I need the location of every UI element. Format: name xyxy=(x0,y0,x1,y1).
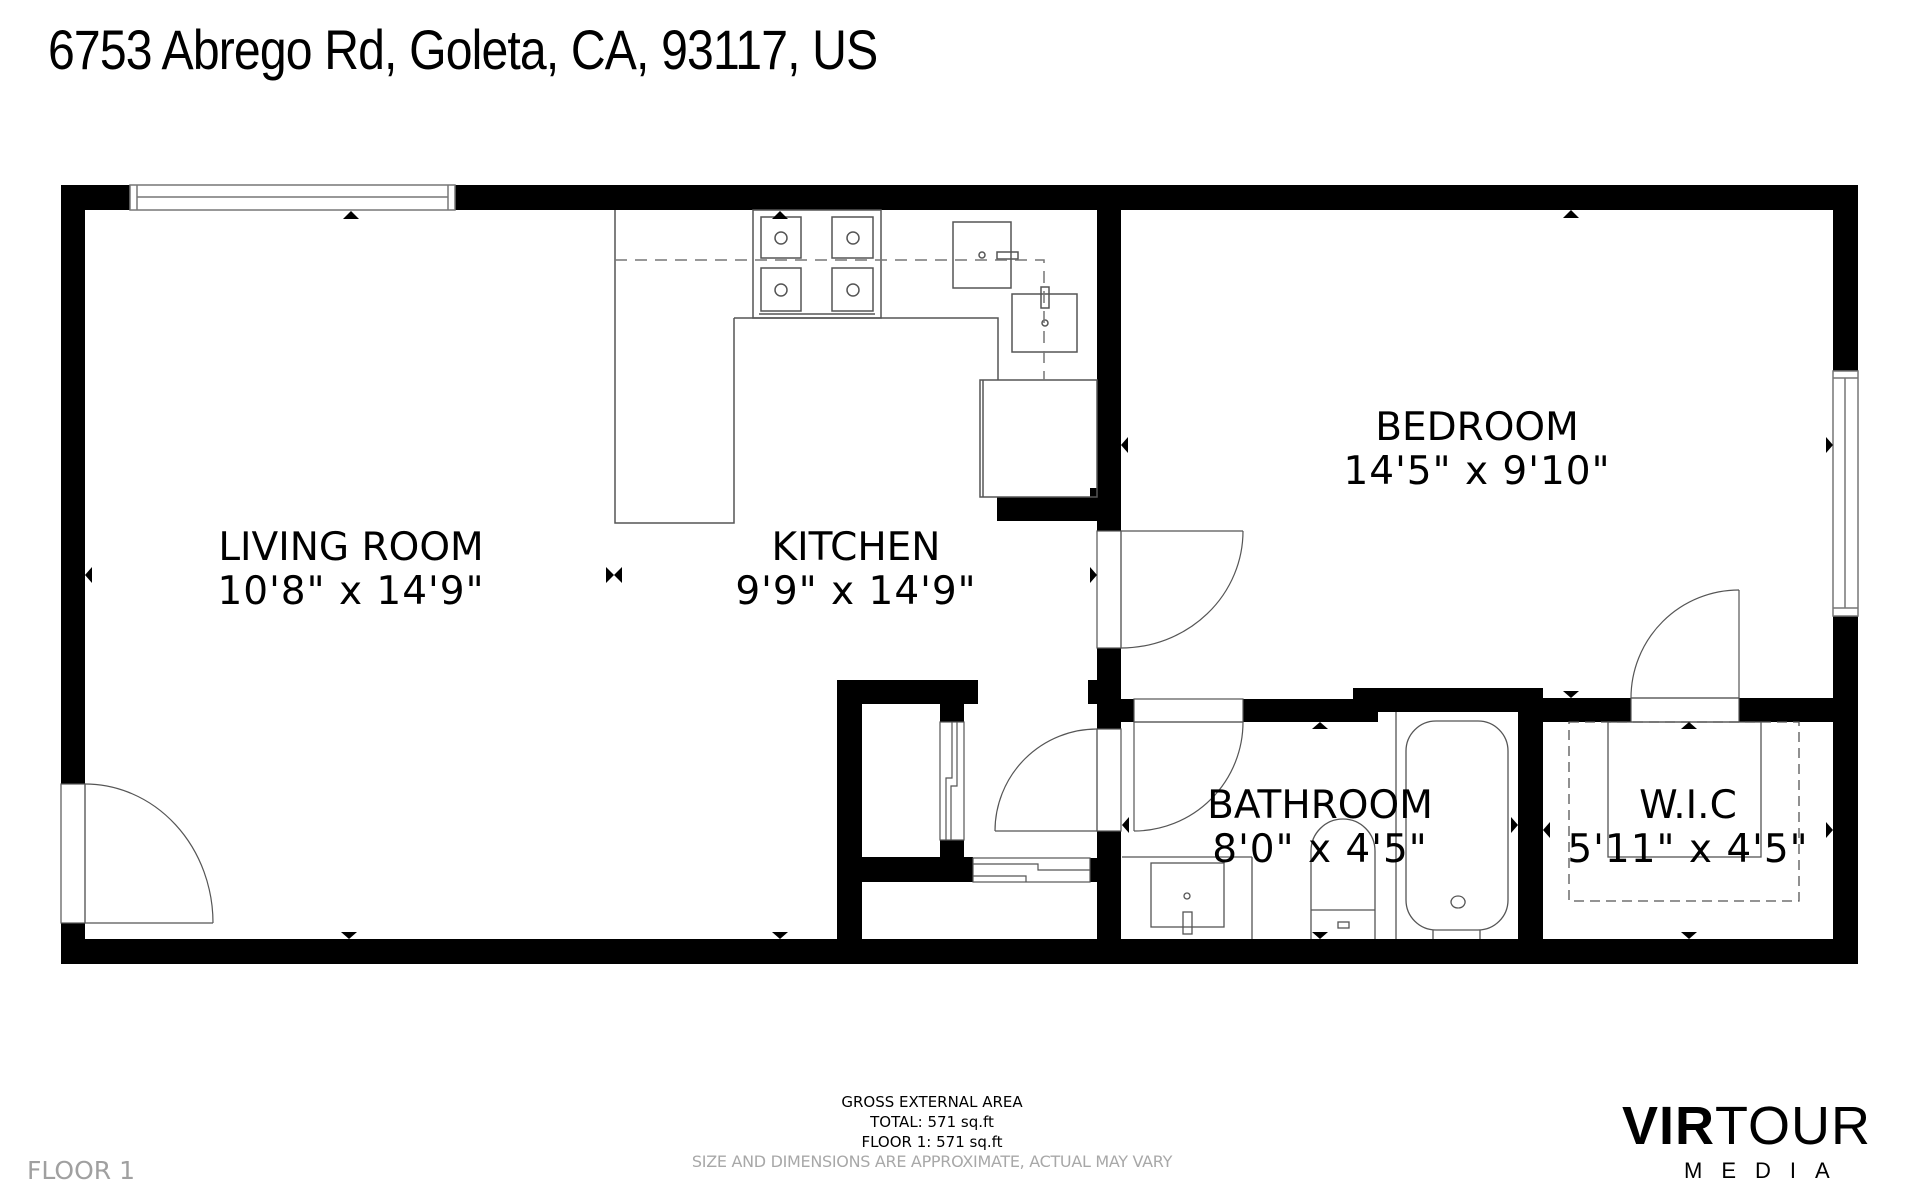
floor-plan xyxy=(60,184,1859,964)
room-dimensions: 8'0" x 4'5" xyxy=(1212,827,1428,872)
logo-subtitle: MEDIA xyxy=(1684,1158,1849,1183)
gross-area-summary: GROSS EXTERNAL AREA TOTAL: 571 sq.ft FLO… xyxy=(841,1092,1022,1152)
size-disclaimer: SIZE AND DIMENSIONS ARE APPROXIMATE, ACT… xyxy=(691,1152,1173,1171)
property-address-title: 6753 Abrego Rd, Goleta, CA, 93117, US xyxy=(48,18,878,81)
room-label-bedroom: BEDROOM 14'5" x 9'10" xyxy=(1343,406,1610,494)
room-dimensions: 5'11" x 4'5" xyxy=(1567,827,1809,872)
area-floor-1: FLOOR 1: 571 sq.ft xyxy=(861,1133,1003,1151)
logo-bold-part: VIR xyxy=(1622,1096,1716,1156)
window-bedroom xyxy=(1832,370,1859,617)
room-label-bathroom: BATHROOM 8'0" x 4'5" xyxy=(1207,784,1433,872)
room-dimensions: 9'9" x 14'9" xyxy=(735,569,977,614)
room-name: LIVING ROOM xyxy=(218,525,484,570)
virtour-media-logo: VIRTOUR MEDIA xyxy=(1622,1098,1912,1188)
wic-fixtures xyxy=(1568,721,1800,902)
kitchen-fixtures xyxy=(614,209,1098,524)
area-total: TOTAL: 571 sq.ft xyxy=(870,1113,994,1131)
logo-light-part: TOUR xyxy=(1715,1096,1872,1156)
kitchen-dashed-line xyxy=(615,259,1045,380)
room-label-wic: W.I.C 5'11" x 4'5" xyxy=(1567,784,1808,872)
area-heading: GROSS EXTERNAL AREA xyxy=(841,1093,1023,1111)
room-name: BATHROOM xyxy=(1207,783,1433,828)
room-dimensions: 14'5" x 9'10" xyxy=(1343,449,1611,494)
walls xyxy=(61,185,1858,964)
bathroom-fixtures xyxy=(1122,712,1509,939)
room-label-kitchen: KITCHEN 9'9" x 14'9" xyxy=(735,526,976,614)
floor-label: FLOOR 1 xyxy=(27,1156,135,1185)
room-name: W.I.C xyxy=(1639,783,1737,828)
room-name: BEDROOM xyxy=(1375,405,1579,450)
logo-wordmark: VIRTOUR xyxy=(1622,1098,1871,1154)
room-label-living-room: LIVING ROOM 10'8" x 14'9" xyxy=(217,526,484,614)
window-living-room xyxy=(129,184,456,211)
room-name: KITCHEN xyxy=(771,525,941,570)
dimension-markers xyxy=(85,210,1833,939)
room-dimensions: 10'8" x 14'9" xyxy=(217,569,485,614)
